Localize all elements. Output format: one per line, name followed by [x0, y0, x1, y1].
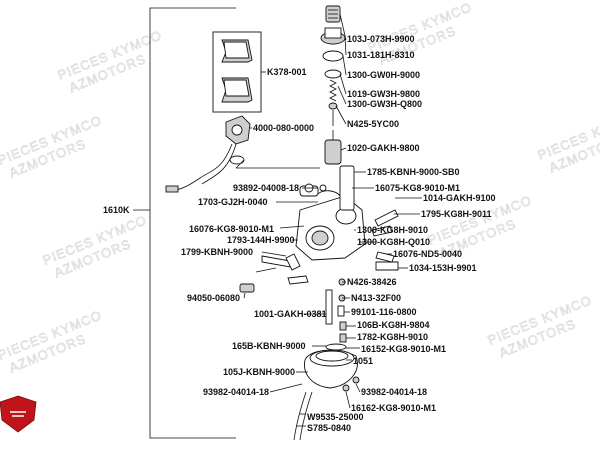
- part-label: 1799-KBNH-9000: [181, 247, 253, 257]
- part-label: 165B-KBNH-9000: [232, 341, 306, 351]
- part-label: 1300-GW3H-Q800: [347, 99, 422, 109]
- part-label: 1300-GW0H-9000: [347, 70, 420, 80]
- part-label: 1051: [353, 356, 373, 366]
- part-label: 93892-04008-18: [233, 183, 299, 193]
- part-label: 1019-GW3H-9800: [347, 89, 420, 99]
- part-label: W9535-25000: [307, 412, 364, 422]
- assembly-label: 1610K: [103, 205, 130, 215]
- slide-stack: [320, 5, 346, 165]
- part-label: 93982-04014-18: [361, 387, 427, 397]
- part-label: 16162-KG8-9010-M1: [351, 403, 436, 413]
- part-label: 1793-144H-9900: [227, 235, 295, 245]
- watermark: PIECES KYMCO AZMOTORS: [40, 212, 149, 281]
- part-label: 93982-04014-18: [203, 387, 269, 397]
- part-label: 103J-073H-9900: [347, 34, 415, 44]
- part-label: 16152-KG8-9010-M1: [361, 344, 446, 354]
- watermark: PIECES KYMCO AZMOTORS: [535, 107, 600, 176]
- part-label: N413-32F00: [351, 293, 401, 303]
- brand-logo-icon: [0, 395, 37, 433]
- part-label: 1785-KBNH-9000-SB0: [367, 167, 460, 177]
- part-label: S785-0840: [307, 423, 351, 433]
- carburetor-body: [295, 185, 366, 261]
- part-label: K378-001: [267, 67, 307, 77]
- float-bowl: [293, 349, 358, 441]
- part-label: 105J-KBNH-9000: [223, 367, 295, 377]
- leader-lines: [235, 13, 422, 427]
- part-label: N425-5YC00: [347, 119, 399, 129]
- watermark: PIECES KYMCO AZMOTORS: [0, 112, 104, 181]
- part-label: 1001-GAKH-0381: [254, 309, 327, 319]
- part-label: 1034-153H-9901: [409, 263, 477, 273]
- part-label: 106B-KG8H-9804: [357, 320, 430, 330]
- part-label: 1300-KG8H-9010: [357, 225, 428, 235]
- part-label: 99101-116-0800: [351, 307, 417, 317]
- part-label: N426-38426: [347, 277, 397, 287]
- kit-box: [212, 31, 266, 113]
- part-labels: 103J-073H-9900 1031-181H-8310 K378-001 1…: [181, 34, 496, 433]
- watermark: PIECES KYMCO AZMOTORS: [55, 27, 164, 96]
- part-label: 1782-KG8H-9010: [357, 332, 428, 342]
- part-label: 16076-ND5-0040: [393, 249, 462, 259]
- auto-choke: [165, 115, 251, 193]
- part-label: 1014-GAKH-9100: [423, 193, 496, 203]
- part-label: 1795-KG8H-9011: [421, 209, 492, 219]
- watermark: PIECES KYMCO AZMOTORS: [0, 307, 104, 376]
- part-label: 4000-080-0000: [253, 123, 314, 133]
- part-label: 94050-06080: [187, 293, 240, 303]
- watermark: PIECES KYMCO AZMOTORS: [485, 292, 594, 361]
- part-label: 1020-GAKH-9800: [347, 143, 420, 153]
- hardware: [239, 165, 399, 392]
- part-label: 1703-GJ2H-0040: [198, 197, 268, 207]
- part-label: 1031-181H-8310: [347, 50, 415, 60]
- assembly-bracket: 1610K: [103, 7, 236, 439]
- part-label: 16075-KG8-9010-M1: [375, 183, 460, 193]
- part-label: 1300-KG8H-Q010: [357, 237, 430, 247]
- part-label: 16076-KG8-9010-M1: [189, 224, 274, 234]
